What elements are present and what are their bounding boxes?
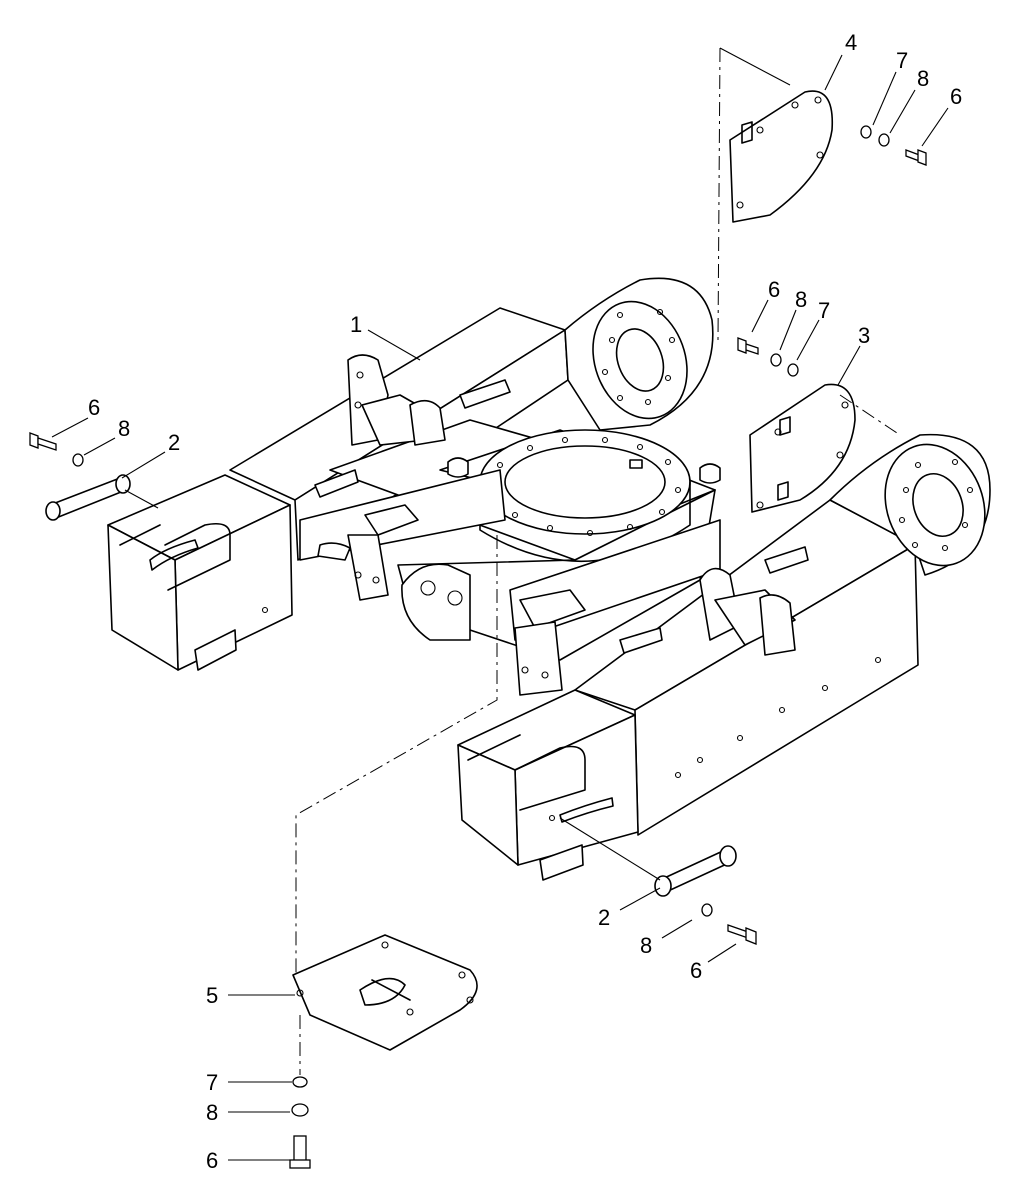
callout-1: 1 [350, 312, 362, 337]
callout-4: 4 [845, 30, 857, 55]
callout-8: 8 [640, 933, 652, 958]
plate-3-guide [839, 394, 901, 436]
callout-8: 8 [795, 287, 807, 312]
callout-5: 5 [206, 983, 218, 1008]
cover-plate-3 [749, 383, 856, 513]
callout-7: 7 [818, 298, 830, 323]
leader-lines [51, 54, 949, 1161]
callout-6: 6 [206, 1148, 218, 1173]
center-frame [299, 419, 721, 661]
washer-7-bottom [292, 1076, 308, 1088]
plate-4-guide-top [719, 47, 791, 86]
washer-8-left [72, 453, 84, 467]
bracket-right-front [514, 589, 586, 696]
plate-4-guide [717, 47, 721, 341]
washer-7-mid [787, 363, 799, 377]
callout-8: 8 [118, 416, 130, 441]
callout-8: 8 [206, 1100, 218, 1125]
plate-5-guide [295, 535, 498, 975]
rear-drive-housing [564, 277, 714, 431]
callout-7: 7 [206, 1070, 218, 1095]
washer-8-mid [770, 353, 782, 367]
bolt-6-left [29, 432, 57, 451]
callout-6: 6 [768, 277, 780, 302]
bolt-6-top [905, 149, 927, 166]
bolt-6-bottom [289, 1135, 311, 1169]
bracket-left-front [347, 504, 419, 601]
small-lugs [314, 379, 809, 654]
callout-6: 6 [88, 395, 100, 420]
cover-plate-5 [292, 934, 478, 1051]
bolt-6-mid [737, 337, 759, 355]
washer-7-top [860, 125, 872, 139]
washer-8-top [878, 133, 890, 147]
callout-2: 2 [168, 430, 180, 455]
callout-2: 2 [598, 905, 610, 930]
callout-3: 3 [858, 323, 870, 348]
callout-8: 8 [917, 66, 929, 91]
bolt-6-right [727, 924, 757, 945]
track-pin-right [654, 845, 737, 897]
track-pin-left [45, 474, 131, 521]
front-drive-housing [829, 433, 991, 576]
bracket-right-rear [699, 567, 796, 656]
callout-6: 6 [950, 84, 962, 109]
washer-8-right [701, 903, 713, 917]
callout-7: 7 [896, 48, 908, 73]
cover-plate-4 [729, 90, 834, 223]
callout-6: 6 [690, 958, 702, 983]
bracket-left-rear [347, 354, 446, 446]
washer-8-bottom [291, 1103, 309, 1117]
